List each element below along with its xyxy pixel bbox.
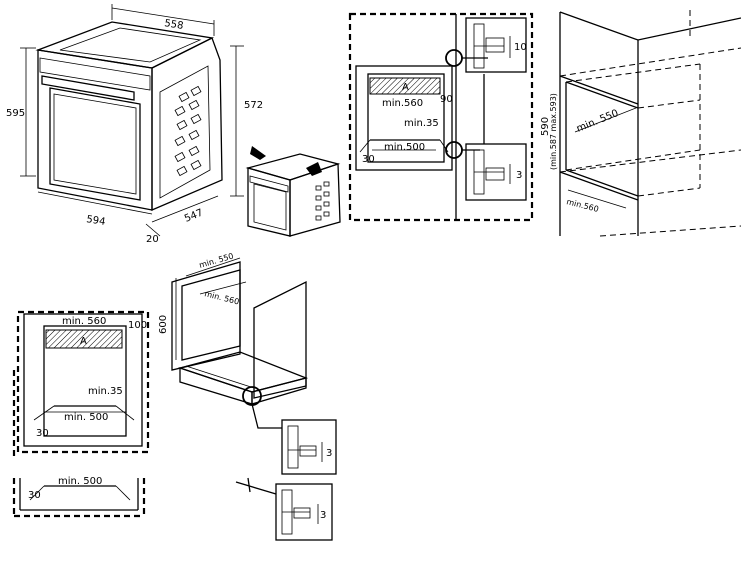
ucf-min-500: min. 500 (64, 412, 108, 423)
oven-drawing (20, 4, 244, 237)
col-niche-width: min.560 (382, 98, 423, 109)
cabinet-column-drawing (559, 10, 741, 237)
uc-detail-b: 3 (320, 510, 326, 521)
dim-572: 572 (244, 100, 263, 111)
col-vent-height: 90 (440, 94, 453, 105)
ucf-width: min. 560 (62, 316, 106, 327)
ucf-vent-height: 100 (128, 320, 147, 331)
ucf-vent-label: A (80, 336, 87, 347)
ucf-min-35: min.35 (88, 386, 123, 397)
ucf-min-500-lower: min. 500 (58, 476, 102, 487)
column-install-drawing (348, 12, 534, 222)
dim-594: 594 (86, 214, 107, 228)
dim-595: 595 (6, 108, 25, 119)
small-oven-drawing (245, 146, 341, 237)
col-min-35: min.35 (404, 118, 439, 129)
ucf-gap-30: 30 (36, 428, 49, 439)
col-detail-top: 10 (514, 42, 527, 53)
uc-depth: min. 550 (198, 251, 235, 269)
dim-20: 20 (146, 234, 159, 245)
col-gap-30: 30 (362, 154, 375, 165)
uc-width: min. 560 (204, 289, 241, 306)
ucf-gap-30-lower: 30 (28, 490, 41, 501)
cab-depth: min. 550 (575, 108, 620, 135)
under-counter-front-drawing (12, 310, 150, 518)
under-counter-drawing (171, 257, 337, 541)
cab-width: min.560 (566, 197, 600, 214)
col-detail-bottom: 3 (516, 170, 522, 181)
col-min-500: min.500 (384, 142, 425, 153)
uc-detail-a: 3 (326, 448, 332, 459)
dim-547: 547 (183, 207, 205, 224)
dim-558: 558 (164, 18, 185, 32)
cab-height-range: (min.587 max.593) (549, 93, 558, 170)
col-vent-label: A (402, 82, 409, 93)
uc-height: 600 (158, 315, 169, 334)
cab-height-main: 590 (540, 117, 551, 136)
